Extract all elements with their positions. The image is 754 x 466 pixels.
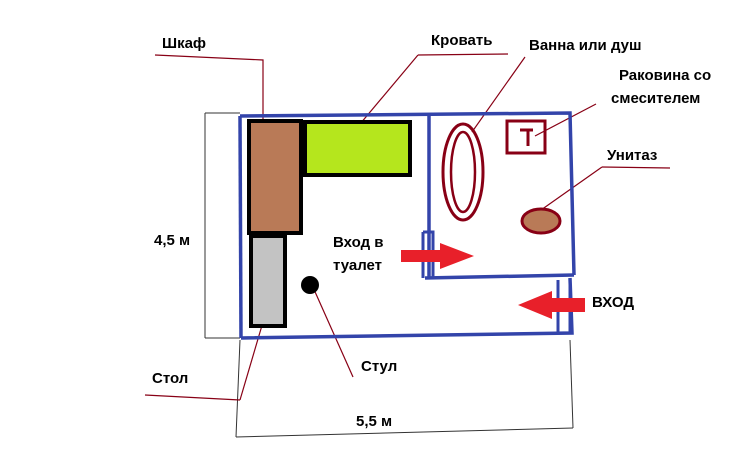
bathtub	[441, 122, 485, 222]
toilet-icon	[520, 207, 562, 235]
entrance-arrow-icon	[518, 291, 585, 319]
height-dimension-label: 4,5 м	[154, 232, 190, 249]
entrance-label: ВХОД	[592, 294, 634, 311]
width-dimension-label: 5,5 м	[356, 413, 392, 430]
sink-label-line2: смесителем	[611, 90, 700, 107]
dimension-lines	[204, 112, 574, 438]
table	[249, 234, 287, 328]
wardrobe-label: Шкаф	[162, 35, 206, 52]
table-label: Стол	[152, 370, 188, 387]
toilet-entry-arrow-icon	[401, 243, 474, 269]
chair-label: Стул	[361, 358, 397, 375]
chair	[301, 276, 319, 294]
toilet-entry-label-line1: Вход в	[333, 234, 383, 251]
bed	[303, 120, 412, 177]
sink-label-line1: Раковина со	[619, 67, 711, 84]
bath-label: Ванна или душ	[529, 37, 642, 54]
bathtub-inner	[449, 130, 477, 214]
bed-label: Кровать	[431, 32, 492, 49]
leader-lines	[144, 53, 671, 401]
wardrobe	[247, 119, 303, 235]
toilet-entry-label-line2: туалет	[333, 257, 382, 274]
toilet-label: Унитаз	[607, 147, 657, 164]
sink-icon	[505, 119, 547, 155]
